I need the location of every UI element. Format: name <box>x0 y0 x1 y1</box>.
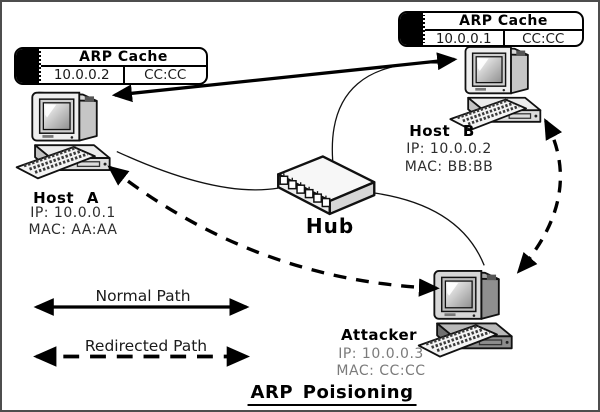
host-b-computer-icon <box>448 45 542 132</box>
hub-name-label: Hub <box>305 214 355 238</box>
attacker-mac-label: MAC: CC:CC <box>336 363 426 379</box>
attacker-computer-icon <box>417 269 514 359</box>
arp-cache-ip-cell: 10.0.0.2 <box>41 67 125 83</box>
host-a-ip-label: IP: 10.0.0.1 <box>30 205 116 221</box>
normal-path-arrow-host-a-host-b <box>111 52 458 103</box>
arp-cache-ip-cell: 10.0.0.1 <box>425 31 505 45</box>
hub-icon <box>277 155 376 216</box>
attacker-ip-label: IP: 10.0.0.3 <box>338 346 424 362</box>
wire-hub-host-a <box>116 150 279 191</box>
arp-cache-card-host-b: ARP Cache 10.0.0.1 CC:CC <box>398 11 584 47</box>
arp-cache-card-host-a: ARP Cache 10.0.0.2 CC:CC <box>14 47 208 85</box>
host-b-mac-label: MAC: BB:BB <box>404 159 494 175</box>
redirected-path-arrow-host-b-attacker <box>516 118 563 274</box>
host-a-name-label: Host A <box>33 189 99 207</box>
arp-cache-tab-icon <box>400 13 425 45</box>
arp-cache-mac-cell: CC:CC <box>522 31 565 47</box>
arp-cache-tab-icon <box>16 49 41 83</box>
arp-cache-title: ARP Cache <box>425 13 582 31</box>
legend-redirected-path-label: Redirected Path <box>84 337 208 355</box>
legend-normal-path-label: Normal Path <box>95 287 191 305</box>
arp-cache-mac-cell: CC:CC <box>144 67 187 83</box>
host-a-mac-label: MAC: AA:AA <box>28 222 118 238</box>
diagram-title: ARP Poisioning <box>247 382 417 406</box>
host-b-name-label: Host B <box>409 122 475 140</box>
redirected-path-arrow-host-a-attacker <box>107 165 440 297</box>
host-a-computer-icon <box>15 91 112 180</box>
host-b-ip-label: IP: 10.0.0.2 <box>406 141 492 157</box>
wire-hub-attacker <box>375 192 485 266</box>
attacker-name-label: Attacker <box>340 326 418 344</box>
arp-cache-title: ARP Cache <box>41 49 206 67</box>
